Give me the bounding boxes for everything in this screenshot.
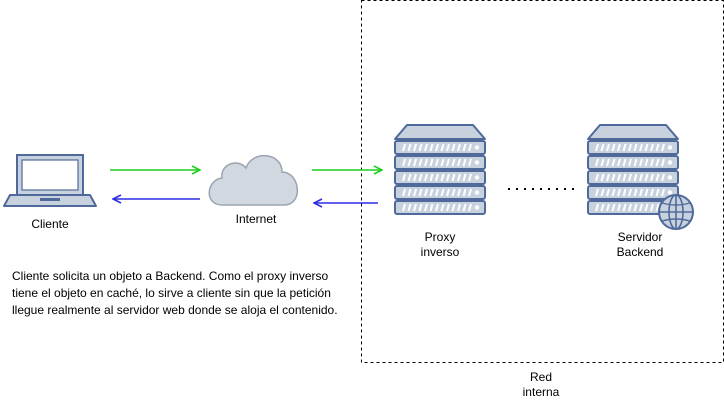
region-label-line1: Red	[529, 370, 552, 384]
proxy-label: Proxy inverso	[400, 230, 480, 260]
server-unit	[587, 140, 679, 155]
server-unit	[587, 185, 679, 200]
server-unit	[394, 170, 486, 185]
proxy-label-line2: inverso	[420, 245, 460, 259]
laptop-icon	[3, 154, 97, 207]
server-unit	[587, 170, 679, 185]
globe-icon	[658, 194, 694, 230]
server-unit	[394, 155, 486, 170]
web-server-icon	[587, 124, 679, 215]
description-text: Cliente solicita un objeto a Backend. Co…	[12, 269, 338, 317]
region-label: Red interna	[511, 370, 571, 400]
region-label-line2: interna	[522, 385, 560, 399]
server-unit	[587, 155, 679, 170]
server-unit	[394, 185, 486, 200]
cloud-icon	[208, 154, 299, 206]
proxy-label-line1: Proxy	[424, 230, 456, 244]
server-unit	[394, 200, 486, 215]
backend-label-line1: Servidor	[617, 230, 663, 244]
backend-label-line2: Backend	[616, 245, 664, 259]
server-icon	[394, 124, 486, 215]
server-unit	[394, 140, 486, 155]
backend-label: Servidor Backend	[600, 230, 680, 260]
internet-label: Internet	[235, 212, 277, 226]
client-label: Cliente	[31, 217, 69, 231]
